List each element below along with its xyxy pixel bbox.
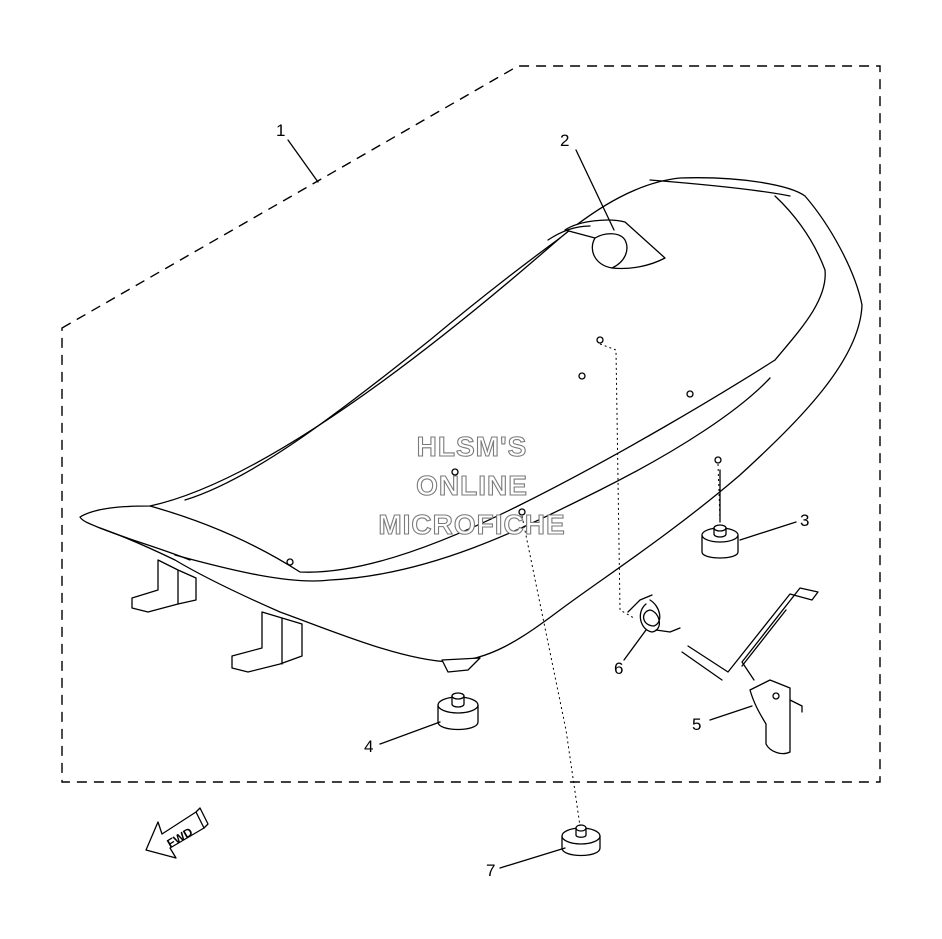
callout-7[interactable]: 7 xyxy=(486,861,495,880)
watermark-line-1: HLSM'S xyxy=(417,431,528,462)
watermark-line-3: MICROFICHE xyxy=(378,509,565,540)
guide-line-spring xyxy=(599,343,635,619)
forward-arrow-icon: FWD xyxy=(145,807,209,859)
leader-5 xyxy=(709,705,753,721)
damper-part-3[interactable] xyxy=(701,469,739,559)
spring-part-6[interactable] xyxy=(627,594,681,633)
watermark: HLSM'S ONLINE MICROFICHE xyxy=(378,430,565,540)
leader-2 xyxy=(575,149,615,231)
seat-lock-bracket-part-5[interactable] xyxy=(681,587,819,755)
seat-assembly[interactable] xyxy=(79,177,863,673)
leader-7 xyxy=(499,847,566,869)
watermark-line-2: ONLINE xyxy=(416,470,528,501)
seat-strap[interactable] xyxy=(547,219,666,270)
callout-4[interactable]: 4 xyxy=(364,737,373,756)
callout-1[interactable]: 1 xyxy=(276,121,285,140)
damper-part-7[interactable] xyxy=(561,824,601,857)
assembly-boundary xyxy=(61,65,881,783)
leader-3 xyxy=(739,521,797,541)
guide-line-damper-3 xyxy=(717,463,721,521)
leader-6 xyxy=(623,629,647,661)
callout-3[interactable]: 3 xyxy=(800,511,809,530)
callout-5[interactable]: 5 xyxy=(692,715,701,734)
callout-6[interactable]: 6 xyxy=(614,659,623,678)
damper-part-4[interactable] xyxy=(437,692,479,731)
leader-4 xyxy=(379,721,441,745)
leader-1 xyxy=(287,139,319,183)
callout-2[interactable]: 2 xyxy=(560,131,569,150)
